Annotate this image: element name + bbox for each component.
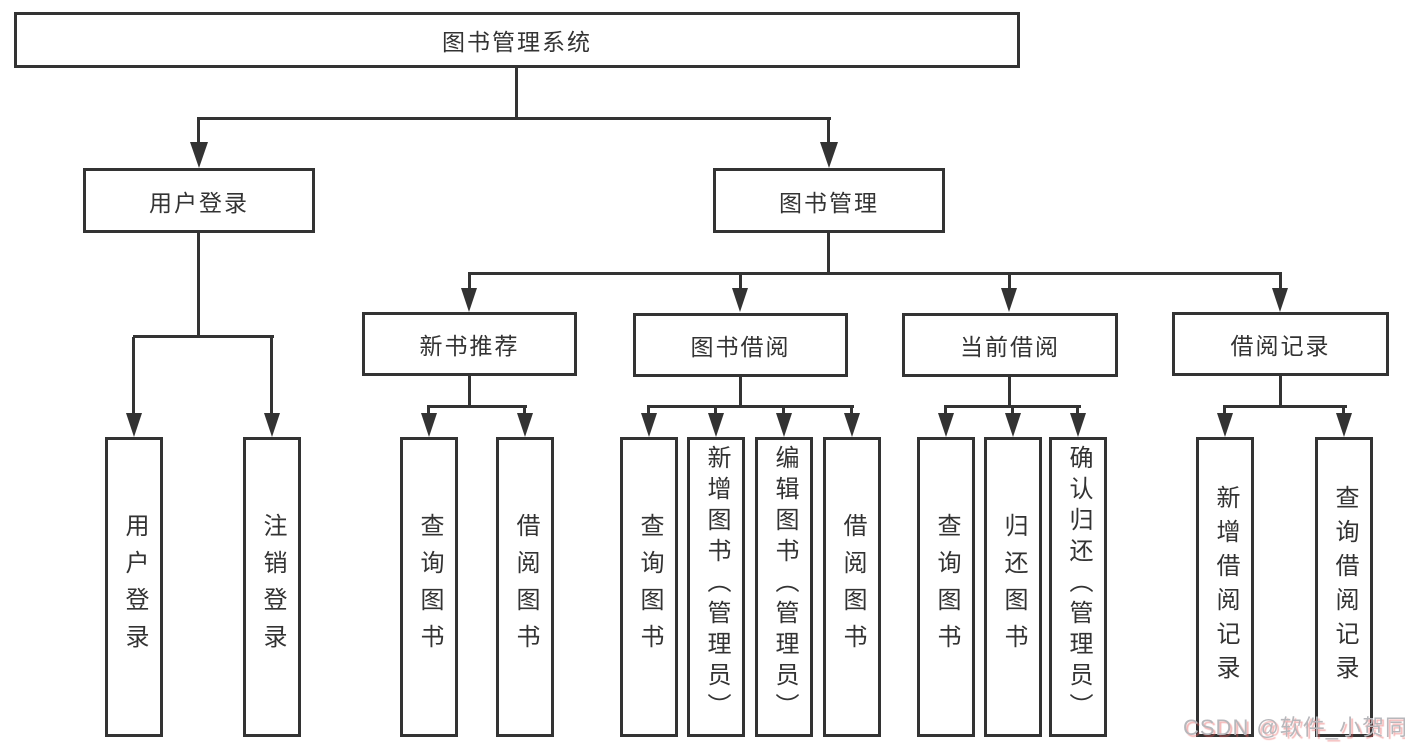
connector-line-h	[133, 335, 274, 338]
connector-line-v	[827, 232, 830, 275]
connector-line-v	[1279, 274, 1282, 290]
arrowhead-down	[732, 288, 748, 312]
connector-line-h	[468, 272, 1282, 275]
arrowhead-down	[820, 142, 838, 168]
leaf-query-books-borrow: 查询图书	[620, 437, 678, 737]
arrowhead-down	[1001, 288, 1017, 312]
leaf-add-book-admin: 新增图书（管理员）	[687, 437, 745, 737]
connector-line-v	[1011, 407, 1014, 415]
arrowhead-down	[264, 413, 280, 437]
connector-line-v	[515, 66, 518, 119]
leaf-logout: 注销登录	[243, 437, 301, 737]
connector-line-v	[739, 274, 742, 290]
connector-line-h	[427, 405, 527, 408]
arrowhead-down	[1217, 413, 1233, 437]
arrowhead-down	[776, 413, 792, 437]
connector-line-v	[270, 337, 273, 415]
connector-line-v	[739, 376, 742, 408]
arrowhead-down	[708, 413, 724, 437]
leaf-return-books: 归还图书	[984, 437, 1042, 737]
leaf-label: 注销登录	[259, 513, 286, 661]
connector-line-v	[944, 407, 947, 415]
node-book-borrow: 图书借阅	[633, 313, 848, 377]
arrowhead-down	[190, 142, 208, 168]
arrowhead-down	[1070, 413, 1086, 437]
leaf-label: 查询借阅记录	[1331, 485, 1358, 689]
leaf-label: 归还图书	[1000, 513, 1027, 661]
arrowhead-down	[1005, 413, 1021, 437]
arrowhead-down	[938, 413, 954, 437]
leaf-borrow-books: 借阅图书	[823, 437, 881, 737]
connector-line-v	[1223, 407, 1226, 415]
connector-line-h	[647, 405, 854, 408]
connector-line-v	[647, 407, 650, 415]
connector-line-v	[468, 274, 471, 290]
leaf-label: 新增图书（管理员）	[703, 445, 730, 724]
leaf-label: 借阅图书	[512, 513, 539, 661]
leaf-label: 查询图书	[933, 513, 960, 661]
node-book-management: 图书管理	[713, 168, 945, 233]
connector-line-v	[782, 407, 785, 415]
leaf-label: 用户登录	[121, 513, 148, 661]
node-current-borrow: 当前借阅	[902, 313, 1118, 377]
leaf-label: 新增借阅记录	[1212, 485, 1239, 689]
leaf-label: 编辑图书（管理员）	[771, 445, 798, 724]
arrowhead-down	[421, 413, 437, 437]
connector-line-v	[523, 407, 526, 415]
arrowhead-down	[641, 413, 657, 437]
arrowhead-down	[517, 413, 533, 437]
leaf-query-books-current: 查询图书	[917, 437, 975, 737]
connector-line-v	[197, 119, 200, 145]
connector-line-v	[197, 232, 200, 337]
leaf-add-borrow-record: 新增借阅记录	[1196, 437, 1254, 737]
connector-line-h	[197, 117, 831, 120]
connector-line-h	[1223, 405, 1347, 408]
leaf-confirm-return-admin: 确认归还（管理员）	[1049, 437, 1107, 737]
connector-line-v	[1279, 374, 1282, 408]
leaf-label: 确认归还（管理员）	[1065, 445, 1092, 724]
arrowhead-down	[461, 288, 477, 312]
leaf-query-books-recommend: 查询图书	[400, 437, 458, 737]
connector-line-v	[1008, 274, 1011, 290]
node-user-login: 用户登录	[83, 168, 315, 233]
arrowhead-down	[1336, 413, 1352, 437]
connector-line-v	[714, 407, 717, 415]
connector-line-v	[427, 407, 430, 415]
connector-line-v	[850, 407, 853, 415]
connector-line-h	[944, 405, 1081, 408]
connector-line-v	[468, 375, 471, 408]
leaf-label: 查询图书	[636, 513, 663, 661]
connector-line-v	[132, 337, 135, 415]
arrowhead-down	[844, 413, 860, 437]
connector-line-v	[1076, 407, 1079, 415]
connector-line-v	[827, 119, 830, 145]
node-new-book-recommend: 新书推荐	[362, 312, 577, 376]
connector-line-v	[1008, 376, 1011, 408]
leaf-borrow-books-recommend: 借阅图书	[496, 437, 554, 737]
leaf-label: 查询图书	[416, 513, 443, 661]
leaf-label: 借阅图书	[839, 513, 866, 661]
node-root-library-system: 图书管理系统	[14, 12, 1020, 68]
csdn-watermark: CSDN @软件_小贺同学	[1183, 715, 1405, 740]
connector-line-v	[1342, 407, 1345, 415]
leaf-edit-book-admin: 编辑图书（管理员）	[755, 437, 813, 737]
leaf-user-login: 用户登录	[105, 437, 163, 737]
leaf-query-borrow-record: 查询借阅记录	[1315, 437, 1373, 737]
arrowhead-down	[1272, 288, 1288, 312]
arrowhead-down	[126, 413, 142, 437]
node-borrow-records: 借阅记录	[1172, 312, 1389, 376]
